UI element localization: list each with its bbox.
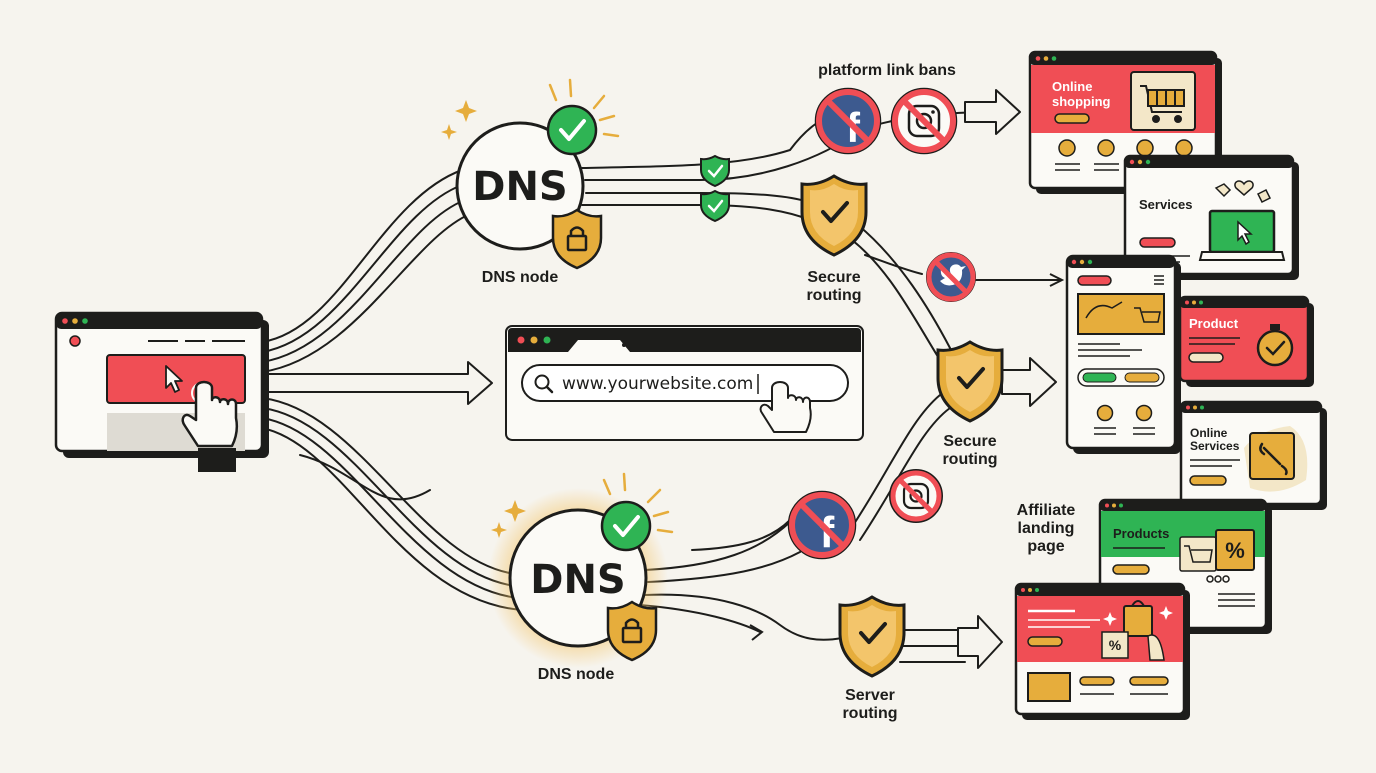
dns-label: DNS	[530, 557, 626, 603]
shield-icon	[700, 154, 730, 188]
arrow-bottom-right	[957, 615, 1003, 669]
facebook-icon: f	[787, 490, 857, 560]
dns-node-bottom: DNS	[488, 472, 674, 668]
wrench-icon	[1259, 442, 1288, 476]
card-title: Products	[1113, 526, 1169, 541]
source-browser-window	[54, 311, 269, 472]
platform-bans-label: platform link bans	[818, 62, 956, 79]
check-icon	[546, 104, 598, 156]
arrow-to-address-bar	[262, 361, 493, 405]
card-title: Services	[1139, 197, 1193, 212]
url-input[interactable]	[521, 364, 849, 402]
card-mobile-page	[1065, 254, 1181, 454]
instagram-icon	[889, 469, 943, 523]
dns-node-top-label: DNS node	[482, 269, 559, 286]
small-arrow-head	[749, 624, 764, 641]
search-icon	[534, 374, 554, 394]
stopwatch-icon	[1256, 324, 1294, 367]
hand-pointer-icon	[181, 380, 239, 472]
card-title: Product	[1189, 316, 1239, 331]
dns-node-bottom-label: DNS node	[538, 666, 615, 683]
arrow-mid-right	[1001, 357, 1057, 407]
lock-shield-icon	[606, 600, 658, 662]
card-affiliate-landing: %	[1014, 582, 1190, 720]
cart-icon	[1140, 85, 1185, 123]
arrow-top-right	[964, 89, 1021, 135]
heart-icon	[1234, 180, 1254, 196]
facebook-icon: f	[814, 87, 882, 155]
shield-icon	[700, 189, 730, 223]
check-icon	[600, 500, 652, 552]
shield-icon	[936, 340, 1004, 423]
secure-routing-line: Secure	[807, 269, 860, 286]
card-product: Product	[1178, 295, 1314, 387]
small-arrow-head	[1049, 273, 1065, 287]
laptop-icon	[1198, 209, 1286, 261]
shopping-bag-icon	[1131, 600, 1145, 607]
percent-icon: %	[1109, 637, 1122, 653]
card-services: Services	[1123, 154, 1299, 280]
shield-icon	[800, 174, 868, 257]
percent-icon: %	[1225, 538, 1245, 563]
cursor-icon	[1237, 220, 1253, 246]
cart-icon	[1184, 545, 1213, 563]
routing-arrows	[262, 89, 1057, 669]
dns-label: DNS	[472, 164, 568, 210]
cursor-icon	[165, 365, 183, 393]
dns-node-top: DNS	[441, 78, 620, 270]
shield-icon	[838, 595, 906, 678]
lock-shield-icon	[551, 208, 603, 270]
hand-pointer-icon	[759, 381, 812, 433]
instagram-icon	[890, 87, 958, 155]
url-text: www.yourwebsite.com	[562, 374, 753, 394]
browser-address-window: www.yourwebsite.com	[505, 325, 864, 441]
twitter-icon	[926, 252, 976, 302]
